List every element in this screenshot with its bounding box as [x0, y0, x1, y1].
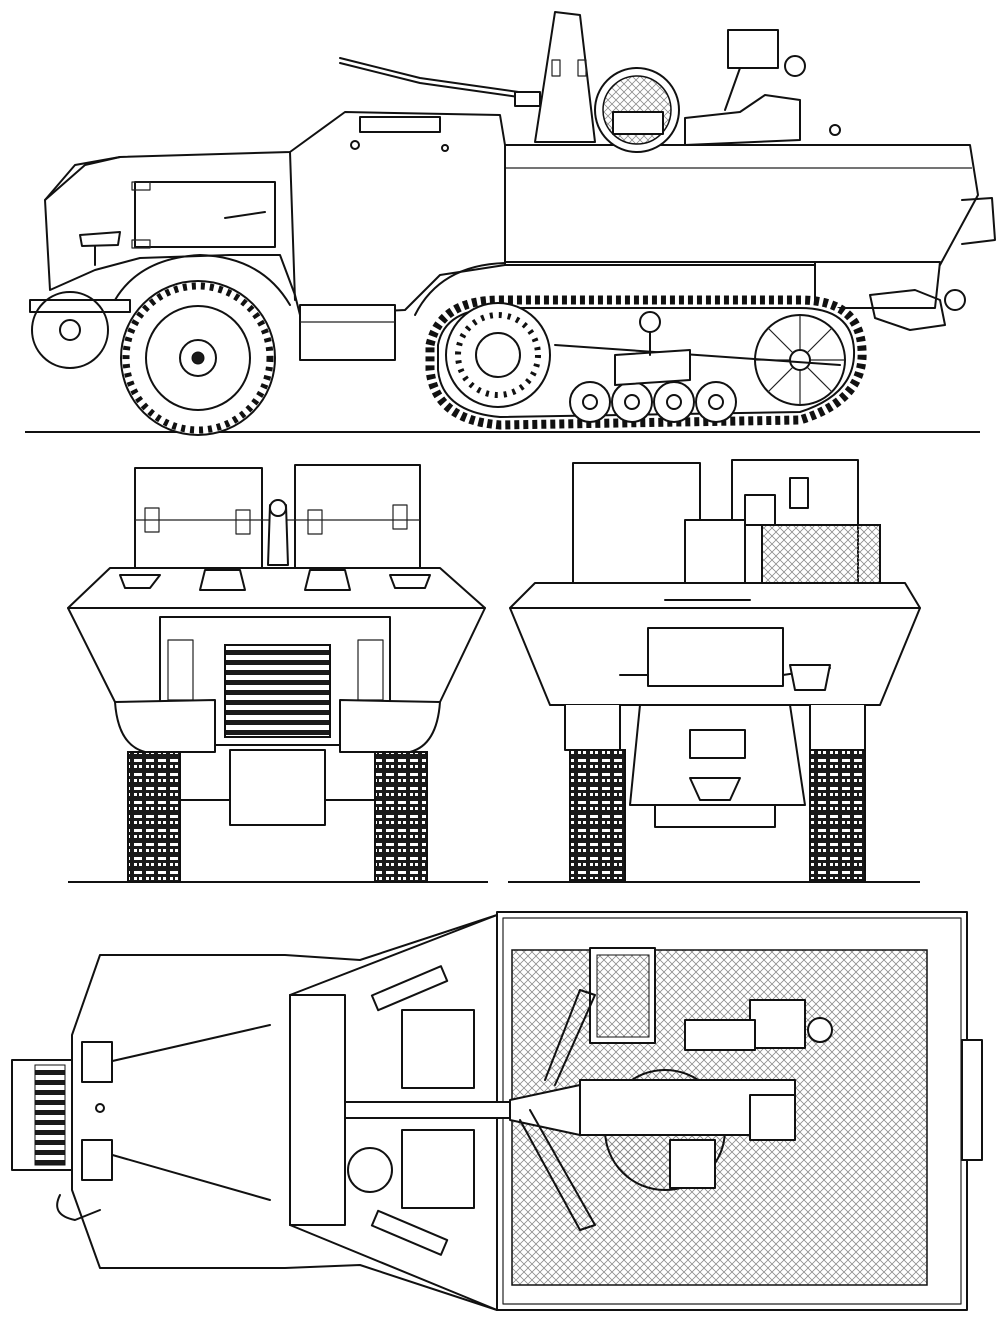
side-gun-sight	[727, 29, 779, 69]
top-view	[11, 911, 983, 1311]
top-gun-sight	[749, 999, 806, 1049]
front-radiator-grille	[224, 644, 331, 738]
side-drive-sprocket	[445, 302, 551, 408]
top-hatch-upper	[401, 1009, 475, 1089]
side-track-assembly	[425, 295, 867, 430]
top-steering-wheel	[347, 1147, 393, 1193]
front-bumper-plate	[229, 749, 326, 826]
side-gun-barrel	[339, 57, 541, 96]
top-bonnet-rod-lower	[94, 1149, 271, 1201]
side-front-wheel	[120, 280, 276, 436]
top-bonnet-rod-upper	[94, 1024, 271, 1066]
side-spare-roller	[31, 291, 109, 369]
side-road-wheels	[569, 381, 737, 423]
rear-tow-hitch	[689, 777, 741, 801]
front-fender-left	[114, 699, 216, 753]
side-vision-hatch	[359, 116, 441, 133]
rear-shovel	[789, 664, 831, 691]
rear-track-right	[809, 749, 866, 881]
side-rear-fender	[414, 262, 506, 316]
front-gun-shield-left	[134, 467, 263, 569]
side-skirt	[505, 261, 941, 309]
rear-view	[508, 459, 921, 883]
side-storage-box	[299, 304, 396, 361]
front-track-left	[127, 751, 181, 883]
side-tow-hook	[944, 289, 966, 311]
rear-gun-breech	[684, 519, 746, 586]
side-headlight	[79, 231, 121, 247]
side-gun-mount	[339, 11, 841, 153]
front-track-right	[374, 751, 428, 883]
top-gun-mount	[344, 947, 833, 1231]
rear-ammo-rack	[761, 524, 881, 586]
top-trail-leg-upper	[544, 989, 596, 1086]
side-front-fender	[114, 254, 291, 306]
side-rear-bumper	[961, 197, 996, 245]
front-gun-shield-right	[294, 464, 421, 569]
side-view	[25, 11, 996, 436]
top-trail-leg-lower	[519, 1109, 596, 1231]
rear-gun-shield-left	[572, 462, 701, 584]
front-view	[67, 464, 488, 883]
rear-track-left	[569, 749, 626, 881]
side-gun-shield	[534, 11, 596, 143]
top-hatch-lower	[401, 1129, 475, 1209]
rear-stowage-box	[647, 627, 784, 687]
front-fender-right	[339, 699, 441, 753]
side-rear-hull	[504, 144, 979, 266]
